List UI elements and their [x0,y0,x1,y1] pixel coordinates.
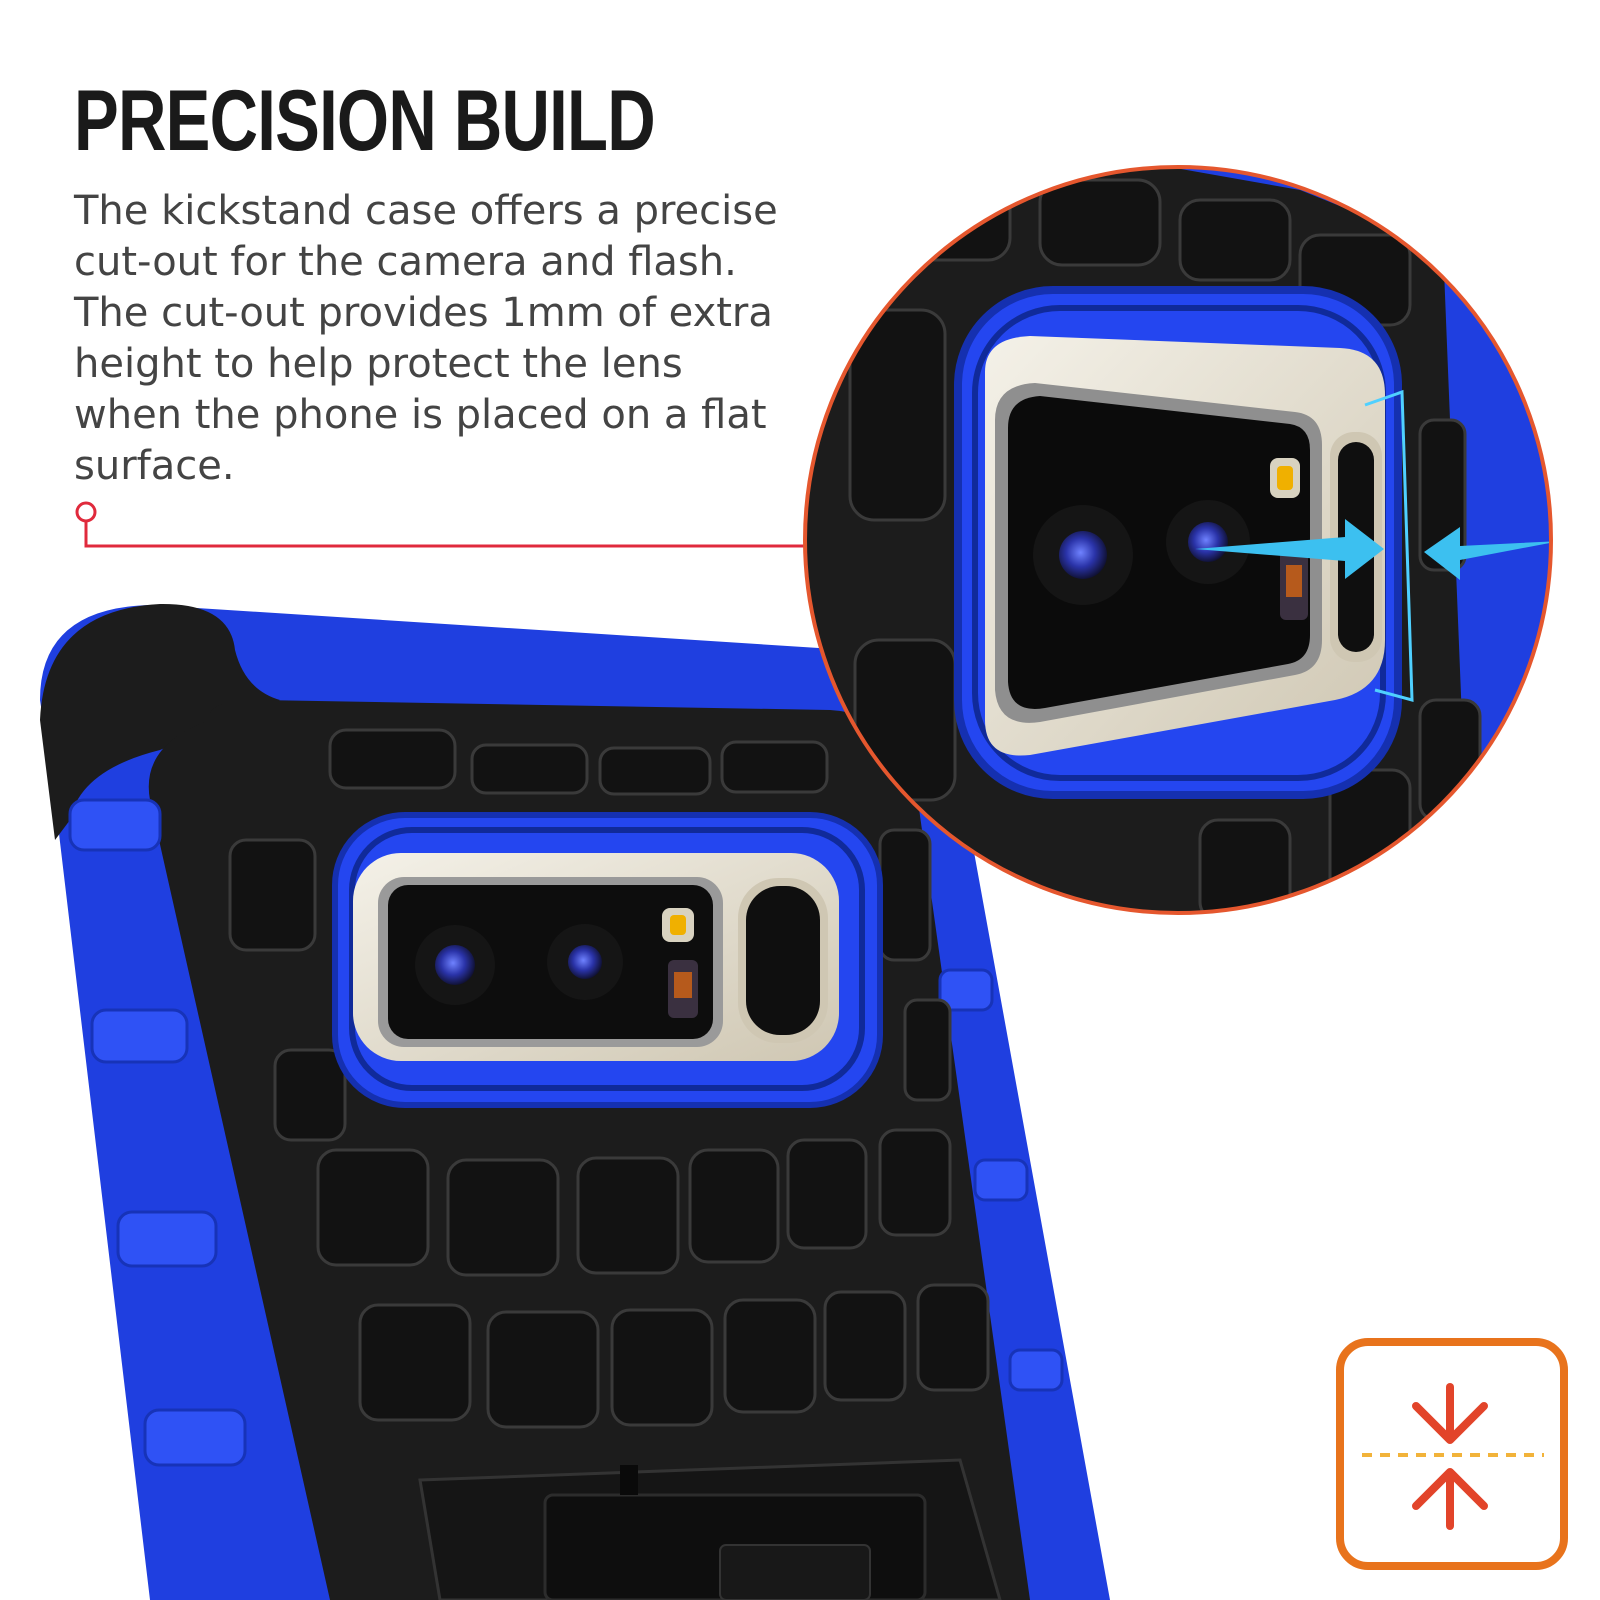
tread-blocks [228,728,990,1429]
height-protection-icon [1336,1338,1568,1570]
kickstand [418,1458,1002,1600]
side-grips [68,798,1064,1467]
feature-description: The kickstand case offers a precise cut-… [74,188,778,489]
camera-module [332,812,883,1108]
measurement-arrows [1195,519,1551,580]
page-title: PRECISION BUILD [74,73,656,169]
callout-pin-icon [75,501,806,548]
zoom-detail [803,165,1553,915]
phone-case [40,603,1110,1600]
case-black-corner [40,603,280,840]
